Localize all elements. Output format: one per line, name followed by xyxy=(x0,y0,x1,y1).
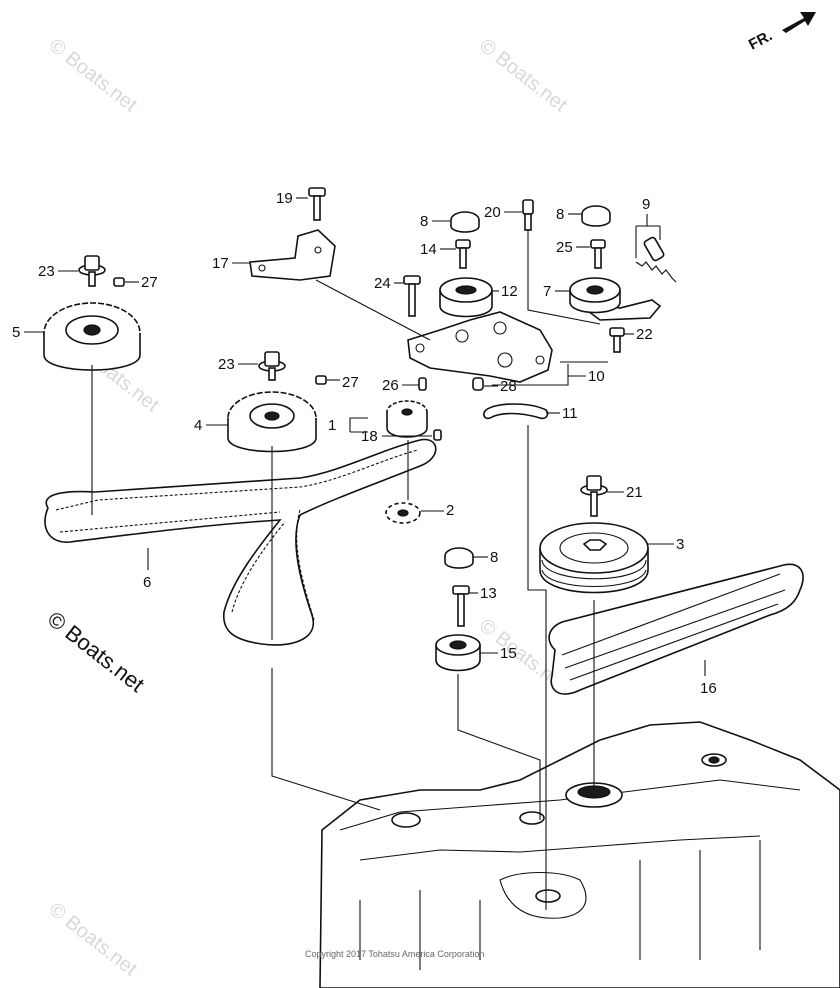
callout-1: 1 xyxy=(328,417,336,434)
callout-21: 21 xyxy=(626,484,643,501)
callout-13: 13 xyxy=(480,585,497,602)
callout-5: 5 xyxy=(12,324,20,341)
callout-23: 23 xyxy=(218,356,235,373)
bolt-25[interactable] xyxy=(590,239,606,269)
pin-18[interactable] xyxy=(433,429,442,441)
sprocket-1[interactable] xyxy=(386,400,428,438)
callout-18: 18 xyxy=(361,428,378,445)
copyright: Copyright 2017 Tohatsu America Corporati… xyxy=(305,949,484,959)
callout-10: 10 xyxy=(588,368,605,385)
bolt-23[interactable] xyxy=(258,351,286,381)
cap-8[interactable] xyxy=(450,211,480,233)
timing-belt-6[interactable] xyxy=(44,438,437,646)
watermark: © Boats.net xyxy=(45,899,141,981)
leader-lines xyxy=(91,230,608,910)
watermark-main: © Boats.net xyxy=(43,606,149,697)
callout-15: 15 xyxy=(500,645,517,662)
callout-19: 19 xyxy=(276,190,293,207)
callout-25: 25 xyxy=(556,239,573,256)
callout-2: 2 xyxy=(446,502,454,519)
collar-12[interactable] xyxy=(439,277,493,318)
bolt-23[interactable] xyxy=(78,255,106,287)
callout-8: 8 xyxy=(490,549,498,566)
bolt-24[interactable] xyxy=(403,275,421,317)
callout-20: 20 xyxy=(484,204,501,221)
bolt-22[interactable] xyxy=(609,327,625,353)
dowel-26[interactable] xyxy=(418,377,427,391)
callout-7: 7 xyxy=(543,283,551,300)
callout-8: 8 xyxy=(420,213,428,230)
plate-10[interactable] xyxy=(407,311,553,383)
callout-27: 27 xyxy=(342,374,359,391)
bolt-20[interactable] xyxy=(522,199,534,231)
crank-pulley-3[interactable] xyxy=(539,522,649,594)
callout-27: 27 xyxy=(141,274,158,291)
dowel-28[interactable] xyxy=(472,377,484,391)
callout-11: 11 xyxy=(562,405,578,422)
timing-pulley-4[interactable] xyxy=(227,391,317,453)
bolt-14[interactable] xyxy=(455,239,471,269)
key-27[interactable] xyxy=(113,277,125,287)
small-belt-11[interactable] xyxy=(483,403,549,420)
bracket-17[interactable] xyxy=(249,229,336,281)
callout-23: 23 xyxy=(38,263,55,280)
callout-26: 26 xyxy=(382,377,399,394)
callout-22: 22 xyxy=(636,326,653,343)
spring-9[interactable] xyxy=(635,236,677,283)
watermark: © Boats.net xyxy=(45,35,141,117)
watermark: © Boats.net xyxy=(475,35,571,117)
front-label: FR. xyxy=(746,27,775,53)
key-27[interactable] xyxy=(315,375,327,385)
callout-24: 24 xyxy=(374,275,391,292)
timing-pulley-5[interactable] xyxy=(43,302,141,371)
front-direction-indicator: FR. xyxy=(746,12,816,54)
callout-16: 16 xyxy=(700,680,717,697)
callout-6: 6 xyxy=(143,574,151,591)
cap-8[interactable] xyxy=(581,205,611,227)
bolt-19[interactable] xyxy=(308,187,326,221)
collar-15[interactable] xyxy=(435,634,481,672)
sprocket-2[interactable] xyxy=(385,502,421,524)
callout-12: 12 xyxy=(501,283,518,300)
tensioner-7[interactable] xyxy=(569,277,662,321)
bolt-13[interactable] xyxy=(452,585,470,627)
engine-block xyxy=(319,721,840,988)
callout-17: 17 xyxy=(212,255,229,272)
front-arrow-icon xyxy=(782,12,816,33)
callout-3: 3 xyxy=(676,536,684,553)
v-belt-16[interactable] xyxy=(548,563,804,695)
callout-4: 4 xyxy=(194,417,202,434)
callout-9: 9 xyxy=(642,196,650,213)
callout-28: 28 xyxy=(500,378,517,395)
bolt-21[interactable] xyxy=(580,475,608,517)
cap-8[interactable] xyxy=(444,547,474,569)
callout-labels: 19 17 23 27 5 23 27 4 1 18 2 6 8 20 8 9 … xyxy=(12,190,717,697)
callout-14: 14 xyxy=(420,241,437,258)
callout-8: 8 xyxy=(556,206,564,223)
